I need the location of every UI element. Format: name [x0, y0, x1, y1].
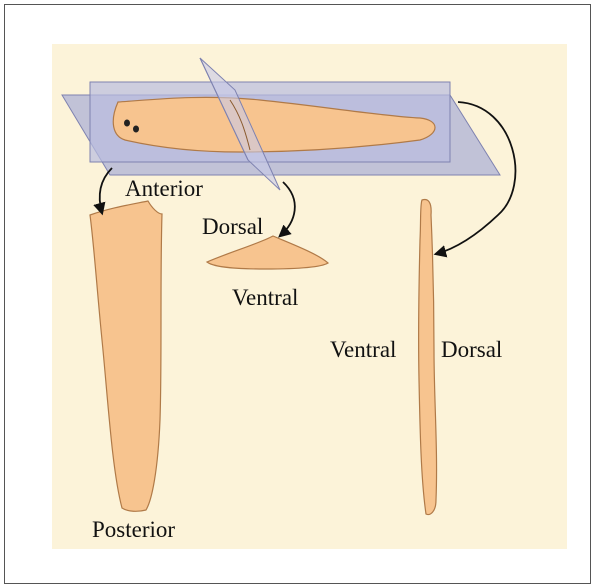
- label-ventral-cross: Ventral: [232, 285, 298, 310]
- label-dorsal-sagittal: Dorsal: [441, 337, 502, 362]
- label-ventral-sagittal: Ventral: [330, 337, 396, 362]
- eyespot-left: [124, 120, 130, 127]
- label-dorsal-cross: Dorsal: [202, 214, 263, 239]
- label-posterior: Posterior: [92, 517, 175, 542]
- eyespot-right: [133, 126, 139, 133]
- label-anterior: Anterior: [125, 176, 203, 201]
